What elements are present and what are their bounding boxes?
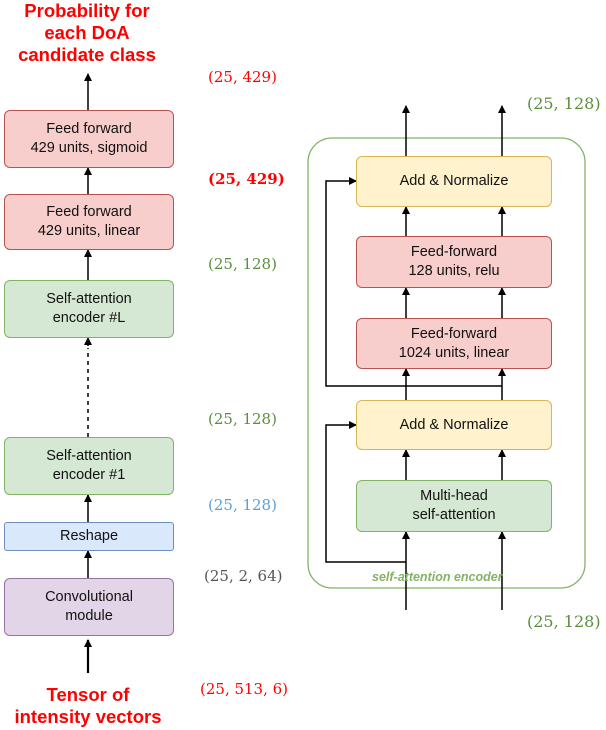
reshape-block: Reshape	[4, 522, 174, 551]
input-label: Tensor of intensity vectors	[14, 684, 162, 727]
residual-connection-1	[325, 421, 406, 563]
encoder-L-block: Self-attention encoder #L	[4, 280, 174, 338]
encoder-caption: self-attention encoder	[372, 570, 503, 584]
ff-linear-1024-block: Feed-forward 1024 units, linear	[356, 318, 552, 369]
residual-connection-2	[325, 177, 406, 387]
dim-encoder-in: (25, 128)	[527, 612, 601, 631]
add-normalize-bottom-block: Add & Normalize	[356, 400, 552, 450]
multi-head-attention-block: Multi-head self-attention	[356, 480, 552, 532]
dim-encoder-out: (25, 128)	[527, 94, 601, 113]
output-label: Probability for each DoA candidate class	[18, 0, 156, 65]
dim-between-encoders: (25, 128)	[208, 410, 277, 428]
dim-sigmoid-in: (25, 429)	[208, 170, 285, 188]
ff-linear-block: Feed forward 429 units, linear	[4, 194, 174, 250]
dim-input: (25, 513, 6)	[200, 680, 289, 698]
dim-reshape-out: (25, 128)	[208, 496, 277, 514]
encoder-container	[307, 137, 586, 589]
add-normalize-top-block: Add & Normalize	[356, 156, 552, 207]
dim-conv-out: (25, 2, 64)	[204, 567, 283, 585]
conv-module-block: Convolutional module	[4, 578, 174, 636]
dim-output: (25, 429)	[208, 68, 277, 86]
dim-linear-in: (25, 128)	[208, 255, 277, 273]
encoder-1-block: Self-attention encoder #1	[4, 437, 174, 495]
ff-sigmoid-block: Feed forward 429 units, sigmoid	[4, 110, 174, 168]
ff-relu-block: Feed-forward 128 units, relu	[356, 236, 552, 288]
